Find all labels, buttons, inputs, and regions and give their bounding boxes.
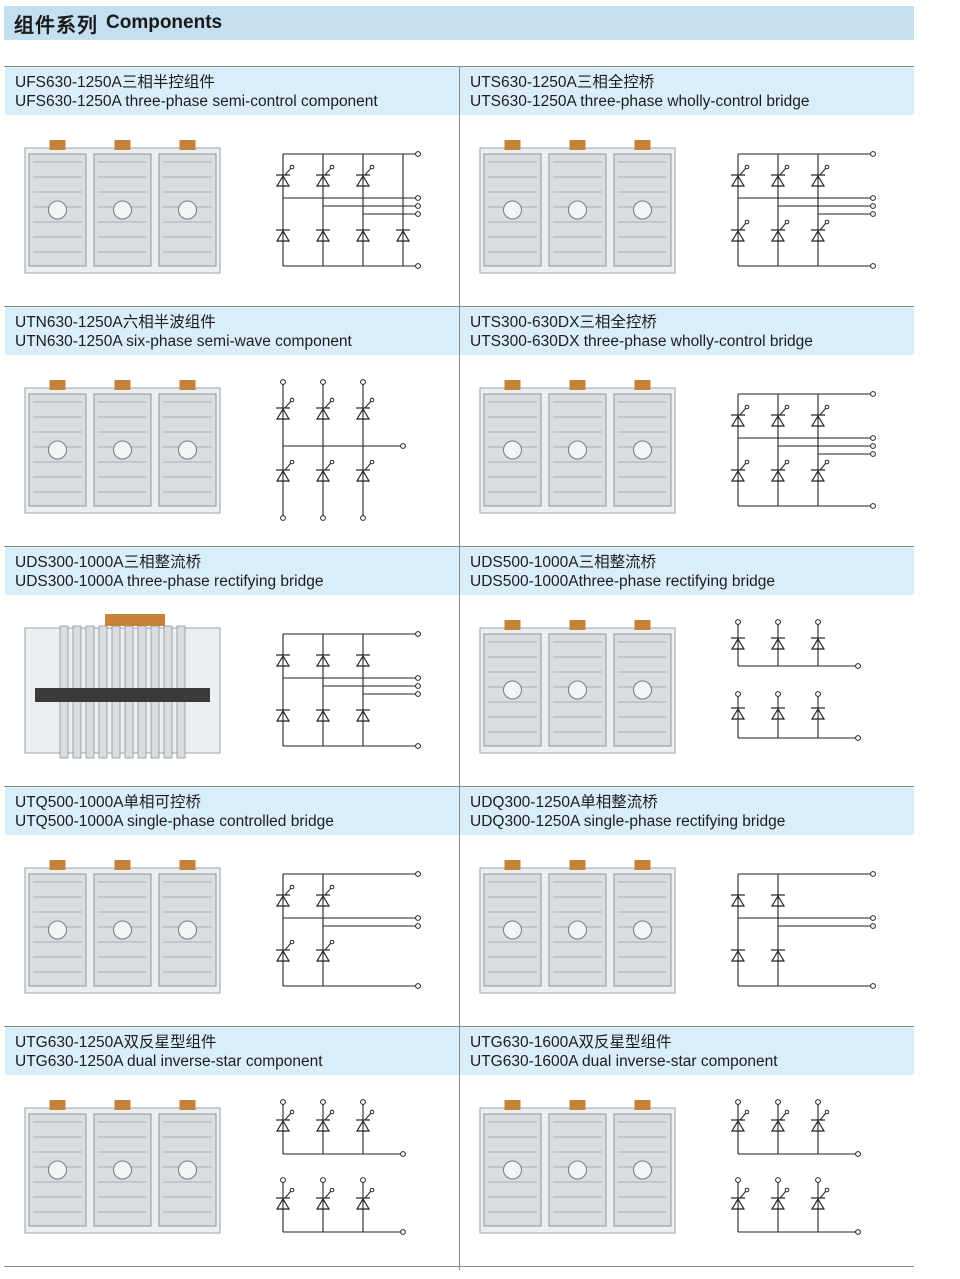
component-name-zh: UDQ300-1250A单相整流桥 — [470, 794, 658, 811]
component-name-zh: UTN630-1250A六相半波组件 — [15, 314, 216, 331]
component-name-zh: UTS630-1250A三相全控桥 — [470, 74, 655, 91]
component-title: UDQ300-1250A单相整流桥 UDQ300-1250A single-pha… — [460, 787, 914, 835]
page-title-en: Components — [106, 12, 223, 33]
circuit-schematic-icon — [718, 616, 888, 766]
component-title: UTS630-1250A三相全控桥 UTS630-1250A three-phas… — [460, 67, 914, 115]
component-name-en: UFS630-1250A three-phase semi-control co… — [15, 93, 378, 110]
circuit-schematic-icon — [263, 136, 433, 286]
component-name-zh: UTG630-1600A双反星型组件 — [470, 1034, 672, 1051]
page-title-zh: 组件系列 — [14, 12, 98, 37]
component-card: UDS300-1000A三相整流桥 UDS300-1000A three-phas… — [5, 546, 459, 786]
component-card: UTN630-1250A六相半波组件 UTN630-1250A six-phase… — [5, 306, 459, 546]
component-card: UTS630-1250A三相全控桥 UTS630-1250A three-phas… — [460, 66, 914, 306]
circuit-schematic-icon — [263, 1096, 433, 1246]
component-name-zh: UTS300-630DX三相全控桥 — [470, 314, 657, 331]
component-name-en: UTN630-1250A six-phase semi-wave compone… — [15, 333, 352, 350]
component-title: UTG630-1600A双反星型组件 UTG630-1600A dual inve… — [460, 1027, 914, 1075]
component-name-en: UDQ300-1250A single-phase rectifying bri… — [470, 813, 786, 830]
component-card: UTG630-1250A双反星型组件 UTG630-1250A dual inve… — [5, 1026, 459, 1266]
circuit-schematic-icon — [263, 376, 433, 526]
component-name-zh: UTQ500-1000A单相可控桥 — [15, 794, 202, 811]
component-name-en: UTS630-1250A three-phase wholly-control … — [470, 93, 810, 110]
component-title: UTG630-1250A双反星型组件 UTG630-1250A dual inve… — [5, 1027, 459, 1075]
component-title: UTN630-1250A六相半波组件 UTN630-1250A six-phase… — [5, 307, 459, 355]
circuit-schematic-icon — [718, 136, 888, 286]
row-divider — [4, 786, 914, 787]
circuit-schematic-icon — [263, 856, 433, 1006]
component-title: UTS300-630DX三相全控桥 UTS300-630DX three-phas… — [460, 307, 914, 355]
component-card: UTQ500-1000A单相可控桥 UTQ500-1000A single-pha… — [5, 786, 459, 1026]
component-name-zh: UFS630-1250A三相半控组件 — [15, 74, 215, 91]
rectifier-assembly-photo — [470, 608, 685, 773]
component-name-en: UDS500-1000Athree-phase rectifying bridg… — [470, 573, 776, 590]
component-name-zh: UDS300-1000A三相整流桥 — [15, 554, 202, 571]
row-divider — [4, 1026, 914, 1027]
rectifier-assembly-photo — [470, 128, 685, 293]
rectifier-assembly-photo — [15, 848, 230, 1013]
components-grid: UFS630-1250A三相半控组件 UFS630-1250A three-pha… — [4, 66, 914, 1270]
rectifier-assembly-photo — [15, 128, 230, 293]
component-name-en: UTG630-1250A dual inverse-star component — [15, 1053, 323, 1070]
rectifier-assembly-photo — [15, 1088, 230, 1253]
component-card: UTG630-1600A双反星型组件 UTG630-1600A dual inve… — [460, 1026, 914, 1266]
row-divider — [4, 306, 914, 307]
rectifier-assembly-photo — [15, 608, 230, 773]
component-title: UTQ500-1000A单相可控桥 UTQ500-1000A single-pha… — [5, 787, 459, 835]
row-divider — [4, 546, 914, 547]
component-title: UDS500-1000A三相整流桥 UDS500-1000Athree-phase… — [460, 547, 914, 595]
circuit-schematic-icon — [263, 616, 433, 766]
component-name-en: UTS300-630DX three-phase wholly-control … — [470, 333, 813, 350]
row-divider — [4, 1266, 914, 1267]
component-name-en: UTQ500-1000A single-phase controlled bri… — [15, 813, 334, 830]
component-name-en: UTG630-1600A dual inverse-star component — [470, 1053, 778, 1070]
component-name-zh: UTG630-1250A双反星型组件 — [15, 1034, 217, 1051]
column-divider — [459, 66, 460, 1270]
component-name-en: UDS300-1000A three-phase rectifying brid… — [15, 573, 324, 590]
rectifier-assembly-photo — [15, 368, 230, 533]
circuit-schematic-icon — [718, 1096, 888, 1246]
rectifier-assembly-photo — [470, 1088, 685, 1253]
page-header: 组件系列 Components — [4, 6, 914, 40]
component-card: UDQ300-1250A单相整流桥 UDQ300-1250A single-pha… — [460, 786, 914, 1026]
component-title: UFS630-1250A三相半控组件 UFS630-1250A three-pha… — [5, 67, 459, 115]
circuit-schematic-icon — [718, 856, 888, 1006]
component-name-zh: UDS500-1000A三相整流桥 — [470, 554, 657, 571]
component-card: UTS300-630DX三相全控桥 UTS300-630DX three-phas… — [460, 306, 914, 546]
rectifier-assembly-photo — [470, 368, 685, 533]
component-card: UFS630-1250A三相半控组件 UFS630-1250A three-pha… — [5, 66, 459, 306]
component-card: UDS500-1000A三相整流桥 UDS500-1000Athree-phase… — [460, 546, 914, 786]
row-divider — [4, 66, 914, 67]
rectifier-assembly-photo — [470, 848, 685, 1013]
component-title: UDS300-1000A三相整流桥 UDS300-1000A three-phas… — [5, 547, 459, 595]
circuit-schematic-icon — [718, 376, 888, 526]
